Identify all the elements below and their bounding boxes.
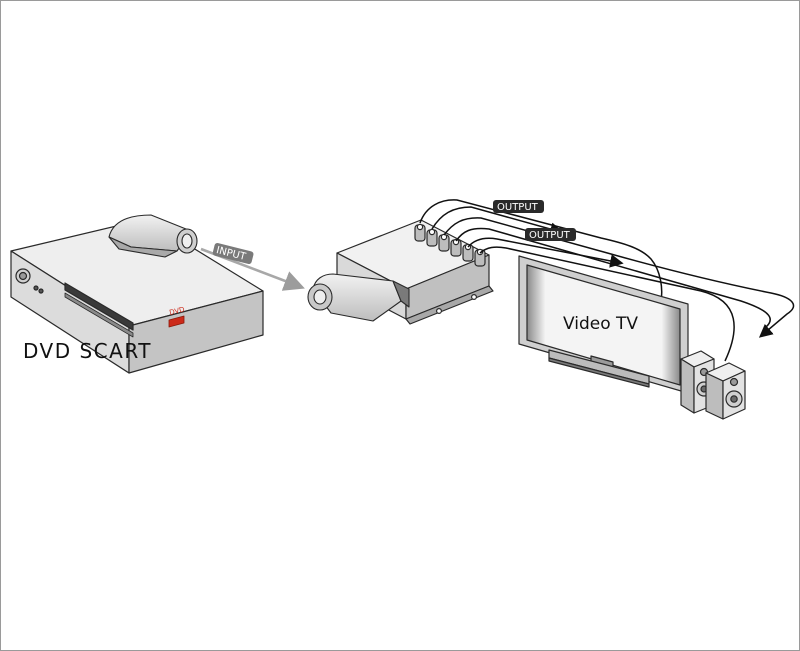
- output-tag-2: OUTPUT: [525, 228, 576, 241]
- video-tv: [518, 255, 689, 394]
- output-cables: [419, 199, 795, 362]
- dvd-logo: DVD: [169, 305, 186, 317]
- svg-text:OUTPUT: OUTPUT: [529, 230, 571, 241]
- svg-text:OUTPUT: OUTPUT: [497, 202, 539, 213]
- speaker-right: [705, 362, 746, 420]
- dvd-scart-caption: DVD SCART: [23, 339, 152, 363]
- converter-scart-plug: [307, 273, 410, 322]
- video-tv-caption: Video TV: [563, 314, 639, 334]
- output-tag-1: OUTPUT: [493, 200, 544, 213]
- dvd-player: [10, 218, 264, 374]
- dvd-scart-plug: [108, 214, 198, 258]
